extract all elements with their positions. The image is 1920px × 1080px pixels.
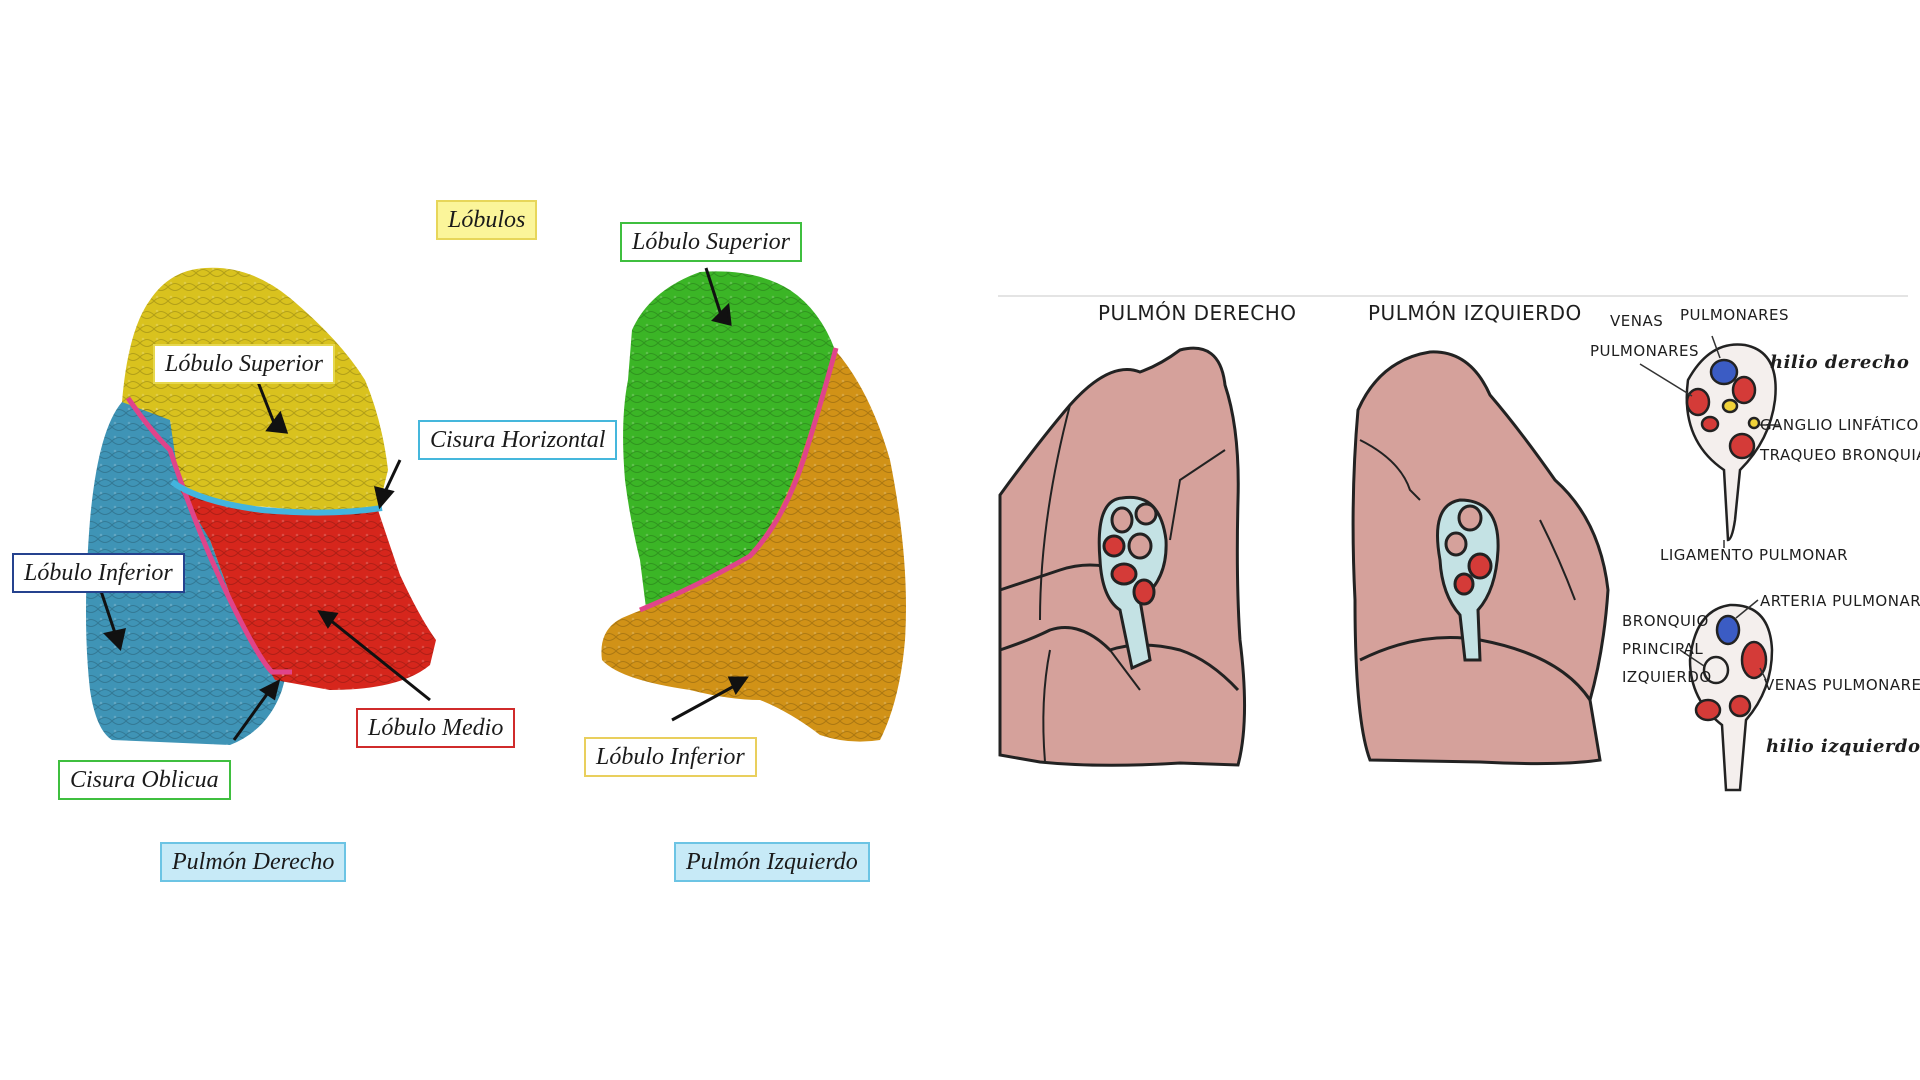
right-lung-lobes xyxy=(86,267,436,745)
traqueo-label: traqueo bronquial xyxy=(1760,446,1920,464)
horizontal-fissure-line xyxy=(170,479,383,516)
left-inferior-lobe-label: Lóbulo Inferior xyxy=(584,737,757,777)
right-hilum-pulmonares-left: pulmonares xyxy=(1590,342,1700,360)
right-lung-title: Pulmón derecho xyxy=(1098,301,1297,325)
left-upper-lobe-label: Lóbulo Superior xyxy=(620,222,803,262)
ligamento-label: Ligamento pulmonar xyxy=(1660,546,1849,564)
right-inferior-lobe-label: Lóbulo Inferior xyxy=(12,553,185,593)
left-hilum-name: hilio izquierdo xyxy=(1766,736,1920,757)
arteria-label: Arteria pulmonar xyxy=(1760,592,1920,610)
right-hilum-name: hilio derecho xyxy=(1770,352,1910,373)
left-hilum-venas: Venas pulmonares xyxy=(1764,676,1920,694)
middle-lobe-label: Lóbulo Medio xyxy=(356,708,516,748)
right-hilum-pulmonares-top: pulmonares xyxy=(1680,306,1790,324)
ganglio-label: Ganglio linfático xyxy=(1760,416,1919,434)
left-lung-hilum xyxy=(1436,498,1500,662)
left-lung-title: Pulmón izquierdo xyxy=(1368,301,1582,325)
left-lung-lobes xyxy=(601,271,906,742)
right-hilum-schematic xyxy=(1639,335,1780,548)
horizontal-fissure-label: Cisura Horizontal xyxy=(418,420,618,460)
bronquio-label: Bronquio xyxy=(1622,612,1709,630)
right-lung-hilum xyxy=(1097,495,1168,671)
lobes-title: Lóbulos xyxy=(436,200,538,240)
right-lung-caption: Pulmón Derecho xyxy=(160,842,347,882)
principal-label: principal xyxy=(1622,640,1704,658)
oblique-fissure-label: Cisura Oblicua xyxy=(58,760,231,800)
left-lung-caption: Pulmón Izquierdo xyxy=(674,842,870,882)
izquierdo-label: izquierdo xyxy=(1622,668,1712,686)
right-hilum-venas: Venas xyxy=(1610,312,1664,330)
oblique-fissure-line xyxy=(125,396,292,675)
left-oblique-fissure-line xyxy=(639,347,839,613)
right-upper-lobe-label: Lóbulo Superior xyxy=(153,344,336,384)
left-hilum-schematic xyxy=(1679,599,1774,792)
pointer-arrows xyxy=(98,267,749,741)
